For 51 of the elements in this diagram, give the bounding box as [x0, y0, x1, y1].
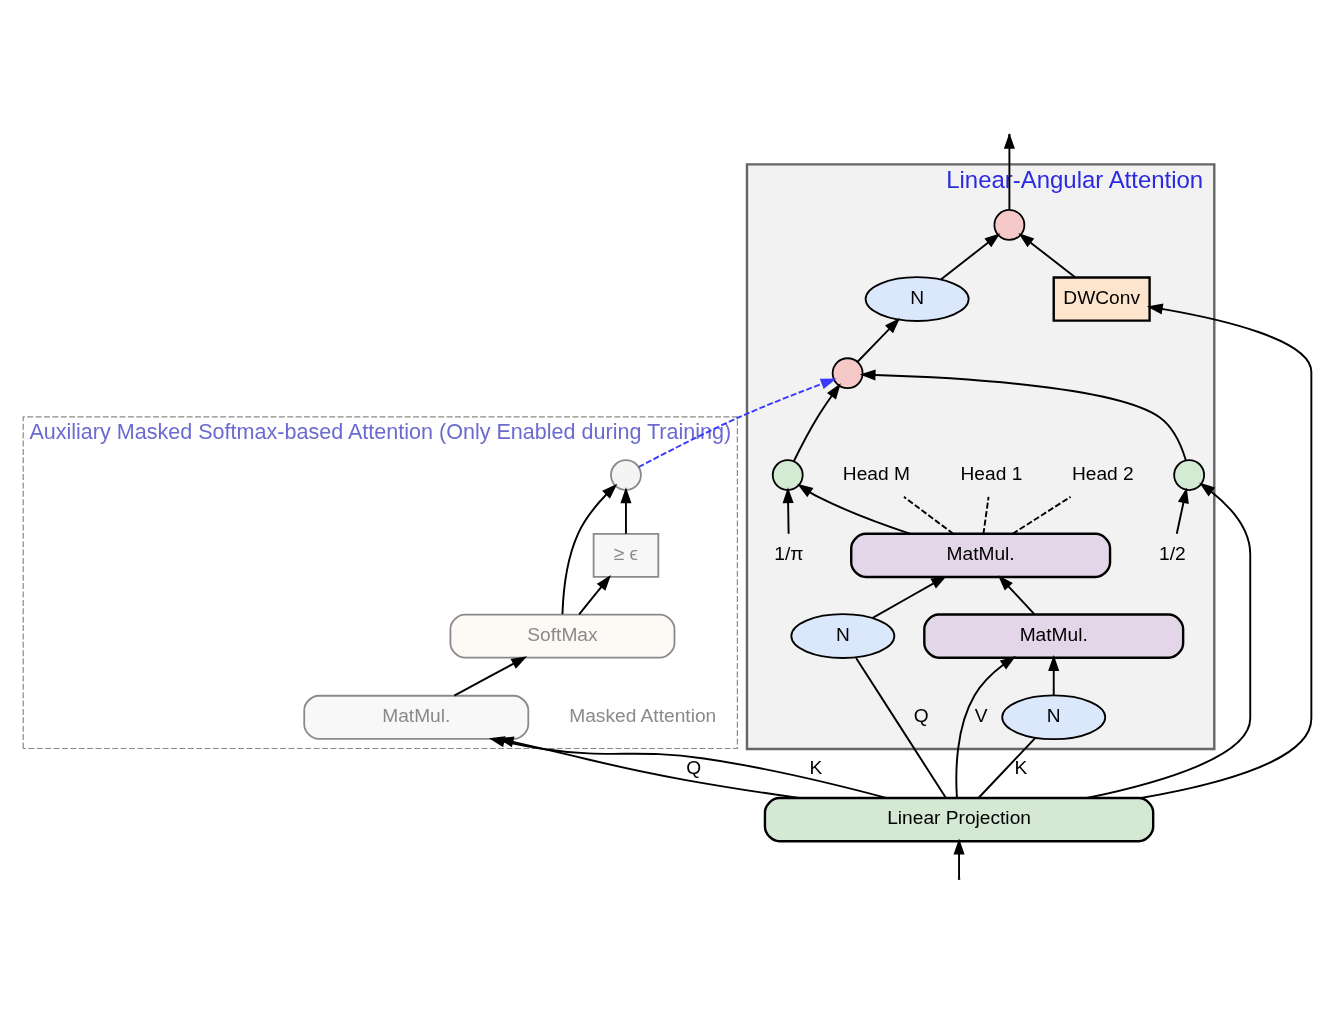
- node-circle: [771, 458, 804, 491]
- arrow: [578, 574, 611, 615]
- node-ellipse: N: [790, 612, 896, 659]
- node-circle: [831, 356, 864, 389]
- node-ellipse: N: [1001, 694, 1107, 740]
- node-circle: [610, 458, 642, 491]
- node-box: Linear Projection: [763, 796, 1155, 842]
- node-box: MatMul.: [923, 612, 1185, 659]
- arrow: [561, 483, 618, 615]
- connector: [855, 656, 947, 799]
- edge-label: Q: [913, 704, 929, 726]
- arrow: [620, 486, 632, 535]
- arrow: [453, 655, 528, 697]
- node-text: Head M: [842, 462, 910, 484]
- arrow: [955, 655, 1016, 799]
- arrow: [997, 574, 1036, 615]
- node-text: 1/2: [1159, 542, 1186, 564]
- connector: [903, 495, 955, 535]
- node-circle: [993, 208, 1026, 241]
- node-text: Head 2: [1071, 462, 1134, 484]
- node-box: MatMul.: [303, 694, 530, 740]
- arrow: [782, 486, 794, 535]
- node-ellipse: N: [864, 275, 970, 322]
- arrow: [953, 838, 965, 879]
- arrow: [939, 232, 1001, 280]
- node-text: Masked Attention: [569, 704, 717, 726]
- edge-label: Q: [686, 756, 702, 778]
- arrow: [859, 369, 1187, 461]
- edge-label: K: [1014, 756, 1028, 778]
- connector: [1011, 495, 1072, 535]
- arrow: [1085, 481, 1252, 799]
- node-box: MatMul.: [850, 532, 1112, 578]
- connector: [982, 495, 990, 535]
- arrow: [871, 575, 947, 619]
- arrow: [1018, 232, 1077, 278]
- node-box: ≥ ϵ: [592, 532, 660, 578]
- node-box: SoftMax: [449, 613, 676, 659]
- connector: [977, 736, 1037, 799]
- node-text: Head 1: [960, 462, 1023, 484]
- arrow: [1175, 486, 1189, 535]
- arrow: [792, 382, 841, 462]
- edge-label: K: [809, 756, 823, 778]
- arrow: [797, 483, 912, 535]
- arrow: [637, 377, 837, 468]
- arrow: [1048, 654, 1060, 696]
- node-box: DWConv: [1052, 275, 1151, 322]
- arrow: [1139, 303, 1313, 799]
- edge-label: V: [974, 704, 988, 726]
- node-circle: [1173, 458, 1205, 491]
- arrow: [856, 317, 901, 363]
- node-text: 1/π: [774, 542, 804, 564]
